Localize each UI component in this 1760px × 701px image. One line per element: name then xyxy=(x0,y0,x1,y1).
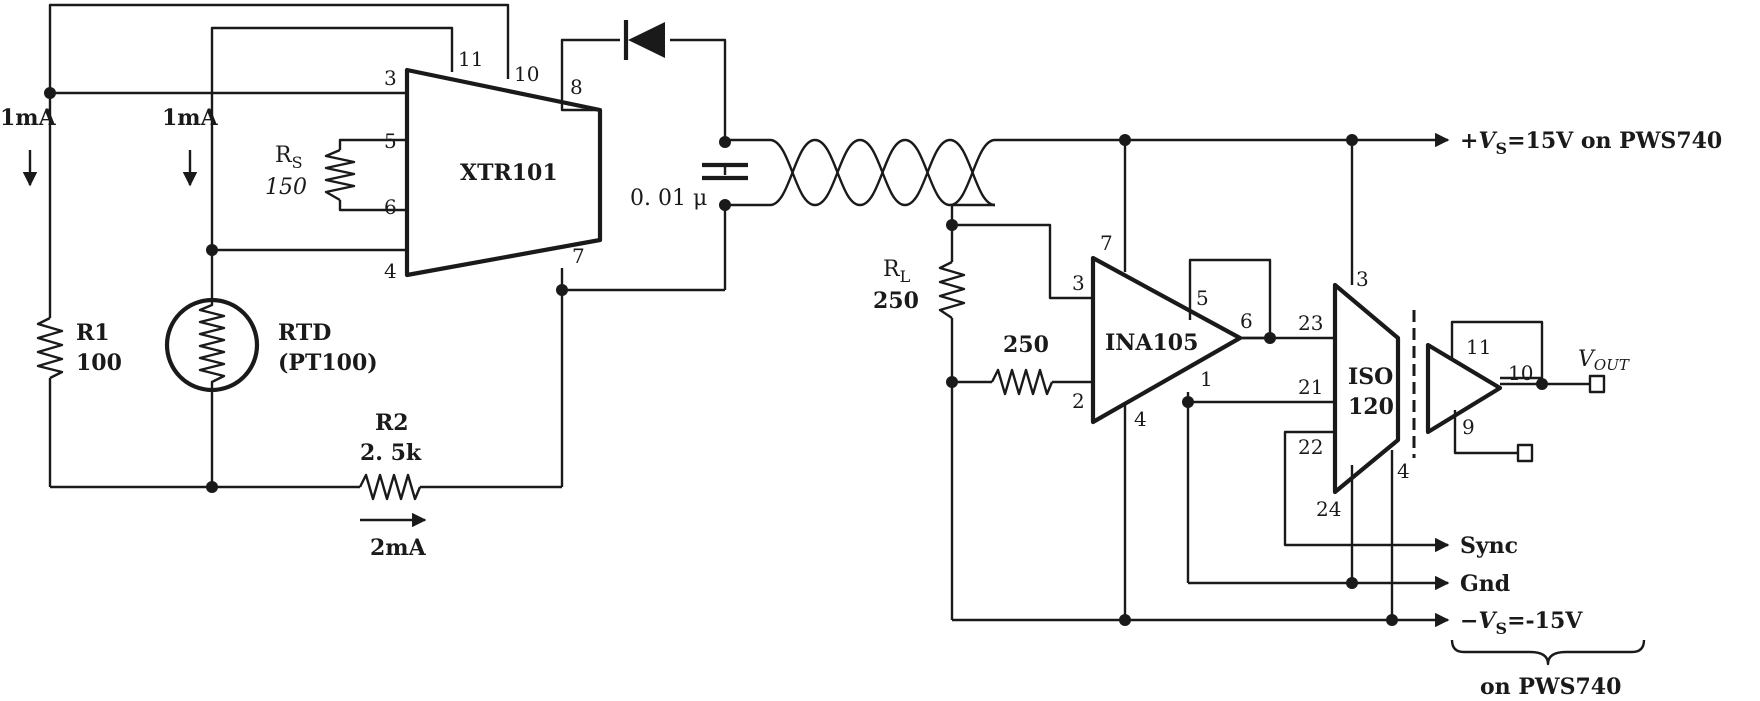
r2-label: R2 xyxy=(375,410,409,436)
ina105-pin-5: 5 xyxy=(1196,286,1209,310)
xtr101-pin-6: 6 xyxy=(384,195,397,219)
xtr101-pin-3: 3 xyxy=(384,66,397,90)
gnd-label: Gnd xyxy=(1460,571,1510,597)
xtr101-label: XTR101 xyxy=(460,160,558,186)
iso120-label-2: 120 xyxy=(1348,394,1394,420)
iso120-pin-4: 4 xyxy=(1397,459,1410,483)
rs-resistor xyxy=(324,148,356,202)
iso120-chip xyxy=(1332,282,1401,495)
current-bottom-label: 2mA xyxy=(370,535,427,561)
diode-cap-wires xyxy=(560,38,770,292)
xtr101-pin-5: 5 xyxy=(384,129,397,153)
iso120-pin-3: 3 xyxy=(1356,267,1369,291)
left-loop-wires xyxy=(48,3,564,489)
r1-resistor xyxy=(36,316,64,380)
rtd-label: RTD xyxy=(278,320,331,346)
iso120-pin-21: 21 xyxy=(1298,375,1323,399)
current-middle-label: 1mA xyxy=(162,105,219,131)
cap-value: 0. 01 μ xyxy=(630,186,707,211)
iso120-pin-23: 23 xyxy=(1298,311,1323,335)
right-side-wires xyxy=(950,138,1590,622)
buffer-pin-10: 10 xyxy=(1508,361,1533,385)
iso120-pin-24: 24 xyxy=(1316,497,1341,521)
xtr101-chip xyxy=(404,67,603,278)
xtr101-pin-8: 8 xyxy=(570,75,583,99)
ina105-pin-7: 7 xyxy=(1100,231,1113,255)
junction-dots xyxy=(44,87,1548,626)
vout-label: VOUT xyxy=(1578,347,1630,374)
buffer-pin-11: 11 xyxy=(1466,335,1491,359)
ina105-pin-3: 3 xyxy=(1072,271,1085,295)
ina105-label: INA105 xyxy=(1105,330,1198,356)
xtr101-pin-7: 7 xyxy=(572,244,585,268)
r1-label: R1 xyxy=(76,320,110,346)
rail-arrows xyxy=(1430,132,1450,628)
capacitor xyxy=(702,136,748,211)
ina105-chip xyxy=(1090,255,1243,425)
r2-resistor xyxy=(358,473,422,501)
xtr101-pin-11: 11 xyxy=(458,47,483,71)
iso120-label-1: ISO xyxy=(1348,364,1393,390)
diode xyxy=(623,20,665,60)
rtd-sensor xyxy=(164,290,260,400)
rl-label: RL xyxy=(883,257,911,286)
current-left-label: 1mA xyxy=(0,105,57,131)
r1-value: 100 xyxy=(76,350,122,376)
ina105-pin-2: 2 xyxy=(1072,389,1085,413)
rl-value: 250 xyxy=(873,288,919,314)
positive-rail-label: +VS=15V on PWS740 xyxy=(1460,128,1722,158)
r250-value: 250 xyxy=(1003,332,1049,358)
twisted-pair xyxy=(769,138,996,207)
r250-resistor xyxy=(990,368,1054,396)
ina105-pin-4: 4 xyxy=(1134,407,1147,431)
r2-value: 2. 5k xyxy=(360,440,422,466)
xtr101-pin-4: 4 xyxy=(384,259,397,283)
ina105-pin-1: 1 xyxy=(1200,367,1213,391)
pws740-brace xyxy=(1450,639,1646,666)
rs-label: RS xyxy=(275,143,303,172)
xtr101-pin-10: 10 xyxy=(514,62,539,86)
iso120-pin-22: 22 xyxy=(1298,435,1323,459)
rtd-value: (PT100) xyxy=(278,350,378,376)
rs-value: 150 xyxy=(265,175,307,200)
negative-rail-label: −VS=-15V xyxy=(1460,608,1583,638)
output-terminals xyxy=(1516,374,1606,463)
sync-label: Sync xyxy=(1460,533,1518,559)
pws740-brace-label: on PWS740 xyxy=(1480,674,1621,700)
ina105-pin-6: 6 xyxy=(1240,309,1253,333)
rl-resistor xyxy=(938,260,966,319)
output-buffer xyxy=(1425,342,1503,435)
buffer-pin-9: 9 xyxy=(1462,415,1475,439)
